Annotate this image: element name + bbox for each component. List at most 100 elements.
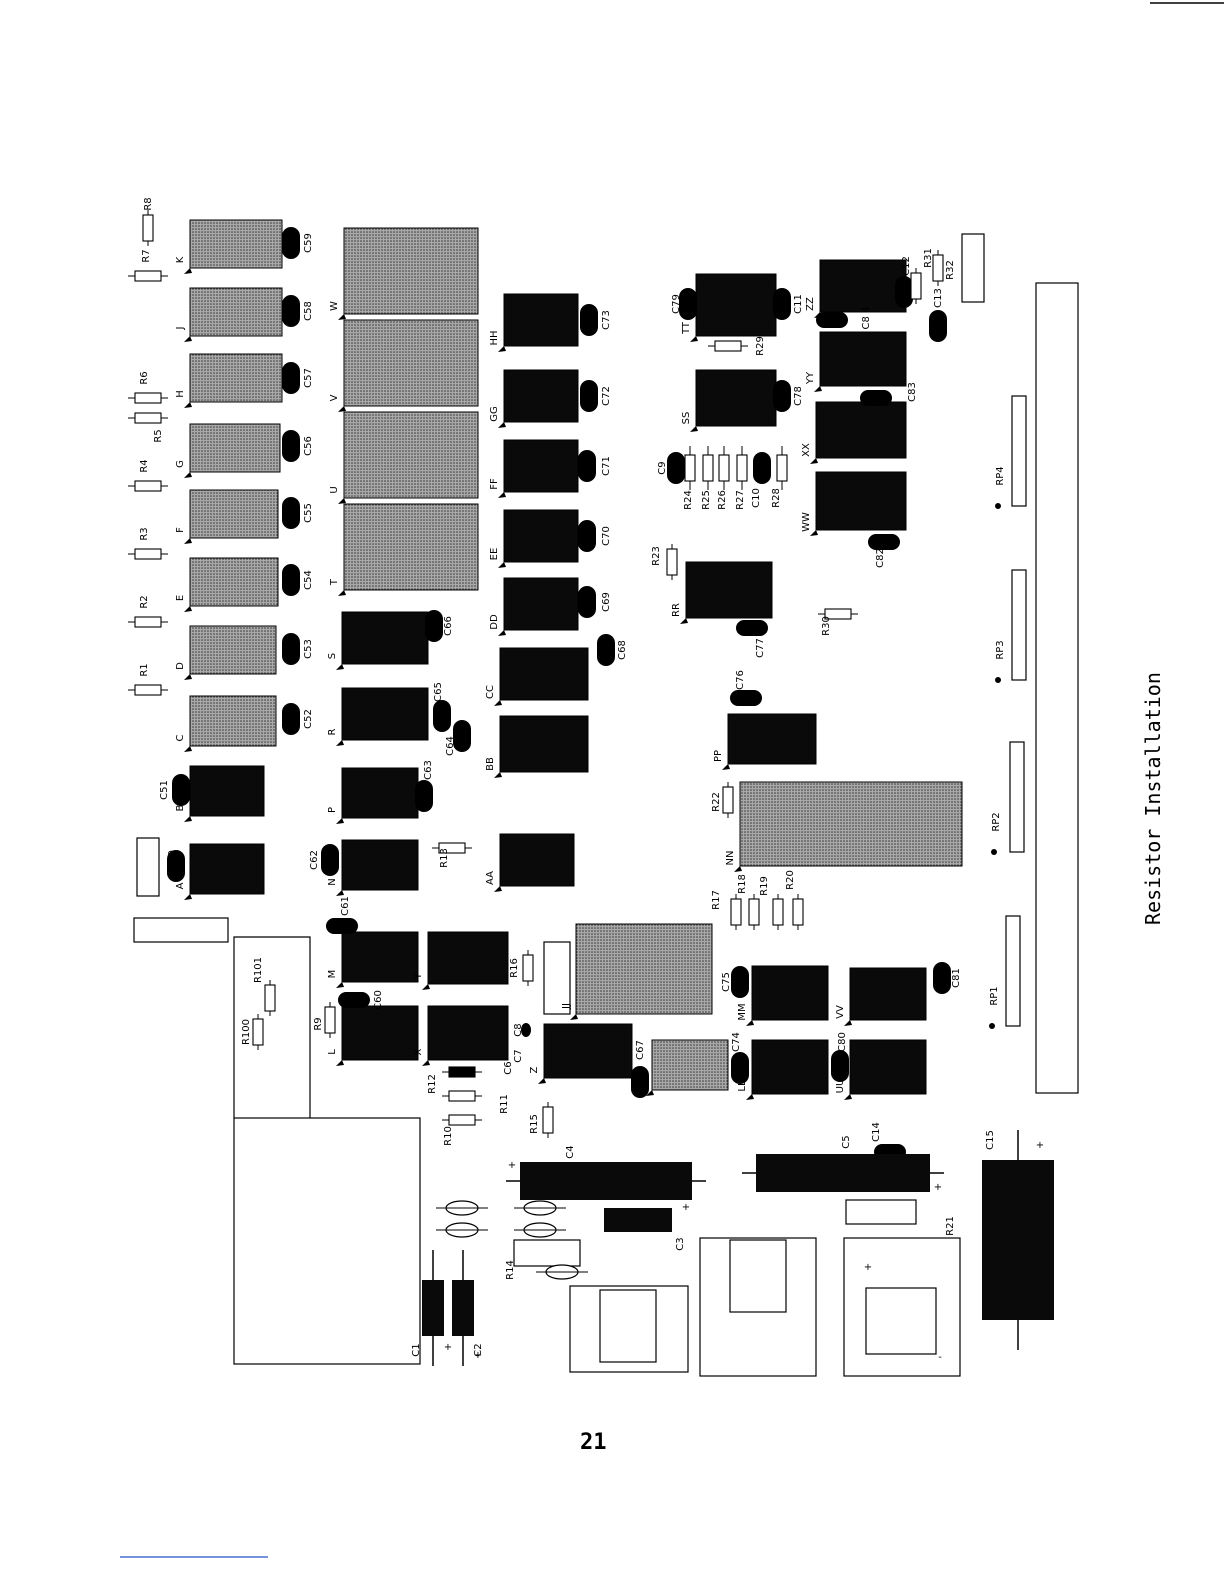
resistor-r18 bbox=[748, 898, 760, 926]
resistor-label-r13: R13 bbox=[439, 848, 450, 868]
resistor-label-r17: R17 bbox=[711, 890, 722, 910]
capacitor-c64 bbox=[453, 720, 471, 752]
resistor-r6 bbox=[134, 392, 162, 404]
capacitor-label-c72: C72 bbox=[601, 386, 612, 406]
chip-mm bbox=[751, 965, 829, 1021]
chip-label-h: H bbox=[175, 390, 186, 398]
capacitor-c11 bbox=[773, 288, 791, 320]
capacitor-c69 bbox=[578, 586, 596, 618]
capacitor-c51 bbox=[172, 774, 190, 806]
pin1-marker bbox=[184, 894, 192, 900]
capacitor-c80 bbox=[831, 1050, 849, 1082]
capacitor-c67 bbox=[631, 1066, 649, 1098]
heatsink-1-core bbox=[599, 1289, 657, 1363]
chip-label-gg: GG bbox=[489, 406, 500, 422]
resistor-label-r11: R11 bbox=[499, 1094, 510, 1114]
resistor-r7 bbox=[134, 270, 162, 282]
pin1-marker bbox=[336, 890, 344, 896]
capacitor-label-c83: C83 bbox=[907, 382, 918, 402]
capacitor-c52 bbox=[282, 703, 300, 735]
resistor-r10 bbox=[448, 1114, 476, 1126]
chip-yy bbox=[819, 331, 907, 387]
resistor-pack-label-rp2: RP2 bbox=[991, 812, 1002, 831]
pin1-marker bbox=[184, 816, 192, 822]
resistor-r21-body bbox=[845, 1199, 917, 1225]
resistor-pack-rp2 bbox=[1009, 741, 1025, 853]
chip-rr bbox=[685, 561, 773, 619]
capacitor-c13 bbox=[929, 310, 947, 342]
capacitor-label-c7: C7 bbox=[513, 1049, 524, 1062]
chip-label-cc: CC bbox=[485, 685, 496, 699]
resistor-label-r20: R20 bbox=[785, 870, 796, 890]
plus-sign: + bbox=[864, 1262, 872, 1273]
capacitor-c71 bbox=[578, 450, 596, 482]
capacitor-c55 bbox=[282, 497, 300, 529]
capacitor-label-c61: C61 bbox=[340, 896, 351, 916]
pin1-marker bbox=[184, 746, 192, 752]
capacitor-c74 bbox=[731, 1052, 749, 1084]
pin1-marker bbox=[690, 336, 698, 342]
capacitor-label-c71: C71 bbox=[601, 456, 612, 476]
capacitor-label-c12: C12 bbox=[901, 256, 912, 276]
pin1-marker bbox=[336, 740, 344, 746]
pin1-marker bbox=[814, 386, 822, 392]
chip-label-n: N bbox=[327, 878, 338, 885]
resistor-label-r4: R4 bbox=[139, 459, 150, 472]
capacitor-c57 bbox=[282, 362, 300, 394]
capacitor-label-c67: C67 bbox=[635, 1040, 646, 1060]
side-block bbox=[136, 837, 160, 897]
capacitor-c10 bbox=[753, 452, 771, 484]
pin1-marker bbox=[184, 336, 192, 342]
chip-label-v: V bbox=[329, 394, 340, 401]
capacitor-label-c15: C15 bbox=[985, 1130, 996, 1150]
pin1-marker bbox=[734, 866, 742, 872]
resistor-r25 bbox=[702, 454, 714, 482]
resistor-label-r32: R32 bbox=[945, 260, 956, 280]
resistor-label-r18: R18 bbox=[737, 874, 748, 894]
chip-a bbox=[189, 843, 265, 895]
resistor-r19 bbox=[772, 898, 784, 926]
chip-n bbox=[341, 839, 419, 891]
chip-jj bbox=[575, 923, 713, 1015]
capacitor-c76 bbox=[730, 690, 762, 706]
capacitor-label-c8-4: C8 4 bbox=[861, 307, 872, 330]
plus-sign: + bbox=[1036, 1140, 1044, 1151]
resistor-r22 bbox=[722, 786, 734, 814]
resistor-label-r24: R24 bbox=[683, 490, 694, 510]
resistor-pack-rp4 bbox=[1011, 395, 1027, 507]
capacitor-label-c52: C52 bbox=[303, 709, 314, 729]
chip-d bbox=[189, 625, 277, 675]
resistor-label-r7: R7 bbox=[141, 249, 152, 262]
resistor-label-r101: R101 bbox=[253, 957, 264, 983]
resistor-pack-rp1 bbox=[1005, 915, 1021, 1027]
chip-label-j: J bbox=[175, 327, 186, 331]
regulator-area-extension bbox=[233, 936, 311, 1118]
plus-sign: + bbox=[474, 1350, 482, 1361]
pin1-marker bbox=[336, 982, 344, 988]
capacitor-c2-body bbox=[452, 1280, 474, 1336]
heatsink-2-core bbox=[729, 1239, 787, 1313]
resistor-r23 bbox=[666, 548, 678, 576]
resistor-r9 bbox=[324, 1006, 336, 1034]
capacitor-label-c80: C80 bbox=[837, 1032, 848, 1052]
capacitor-label-c79: C79 bbox=[671, 294, 682, 314]
chips-layer: KJHGFEDCBAWVUTSRPNMLYXHHGGFFEEDDCCBBAAJJ… bbox=[175, 219, 963, 1100]
capacitor-label-c69: C69 bbox=[601, 592, 612, 612]
resistor-label-r5: R5 bbox=[153, 429, 164, 442]
resistor-label-r23: R23 bbox=[651, 546, 662, 566]
capacitor-c72 bbox=[580, 380, 598, 412]
chip-cc bbox=[499, 647, 589, 701]
resistor-label-r2: R2 bbox=[139, 595, 150, 608]
capacitor-label-c63: C63 bbox=[423, 760, 434, 780]
pin1-marker bbox=[810, 530, 818, 536]
chip-label-b: B bbox=[175, 804, 186, 811]
resistor-r31 bbox=[910, 272, 922, 300]
header-block bbox=[133, 917, 229, 943]
capacitor-label-c66: C66 bbox=[443, 616, 454, 636]
resistor-label-r14: R14 bbox=[505, 1260, 516, 1280]
capacitor-c70 bbox=[578, 520, 596, 552]
page-number: 21 bbox=[580, 1430, 607, 1455]
pin1-marker bbox=[690, 426, 698, 432]
chip-dd bbox=[503, 577, 579, 631]
